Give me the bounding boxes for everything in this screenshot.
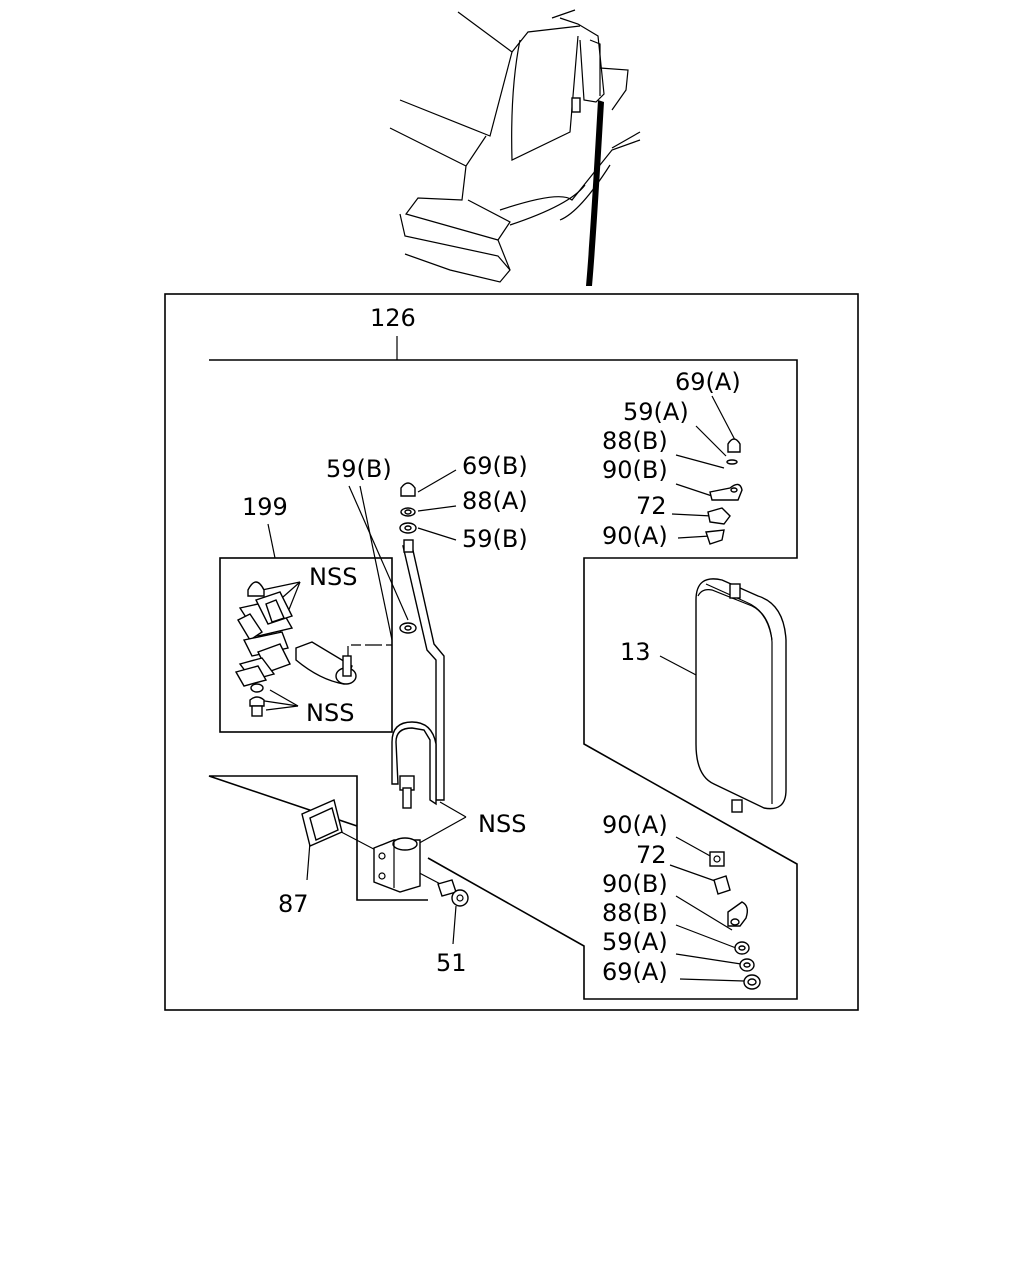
label-nss-bottom: NSS (306, 699, 354, 727)
label-rt-90a: 90(A) (602, 522, 668, 550)
label-nss-arm: NSS (478, 810, 526, 838)
kit-199-parts (234, 581, 392, 717)
right-top-hardware (705, 438, 743, 545)
pad-87 (301, 799, 343, 847)
arm-top-hardware (399, 482, 417, 634)
mirror-head (695, 578, 787, 813)
label-rb-90b: 90(B) (602, 870, 668, 898)
label-rb-59a: 59(A) (602, 928, 668, 956)
leader-lines (257, 395, 745, 982)
label-arm-59b-left: 59(B) (326, 455, 392, 483)
screw-51 (437, 879, 469, 907)
label-rt-88b: 88(B) (602, 427, 668, 455)
label-rt-69a: 69(A) (675, 368, 741, 396)
label-rb-90a: 90(A) (602, 811, 668, 839)
label-rb-88b: 88(B) (602, 899, 668, 927)
right-bottom-hardware (709, 851, 761, 990)
label-199: 199 (242, 493, 288, 521)
label-13: 13 (620, 638, 651, 666)
label-arm-59b-right: 59(B) (462, 525, 528, 553)
label-rb-72: 72 (636, 841, 667, 869)
label-arm-88a: 88(A) (462, 487, 528, 515)
label-87: 87 (278, 890, 309, 918)
label-rb-69a: 69(A) (602, 958, 668, 986)
truck-cab-illustration (389, 9, 641, 286)
label-rt-72: 72 (636, 492, 667, 520)
arrow-pointer (586, 100, 604, 286)
label-rt-90b: 90(B) (602, 456, 668, 484)
mirror-stay-arm (391, 539, 445, 809)
label-arm-69b: 69(B) (462, 452, 528, 480)
mount-bracket (373, 837, 421, 893)
label-nss-top: NSS (309, 563, 357, 591)
label-rt-59a: 59(A) (623, 398, 689, 426)
label-51: 51 (436, 949, 467, 977)
label-126: 126 (370, 304, 416, 332)
assembly-frame (208, 359, 798, 1000)
outer-frame (164, 293, 859, 1011)
